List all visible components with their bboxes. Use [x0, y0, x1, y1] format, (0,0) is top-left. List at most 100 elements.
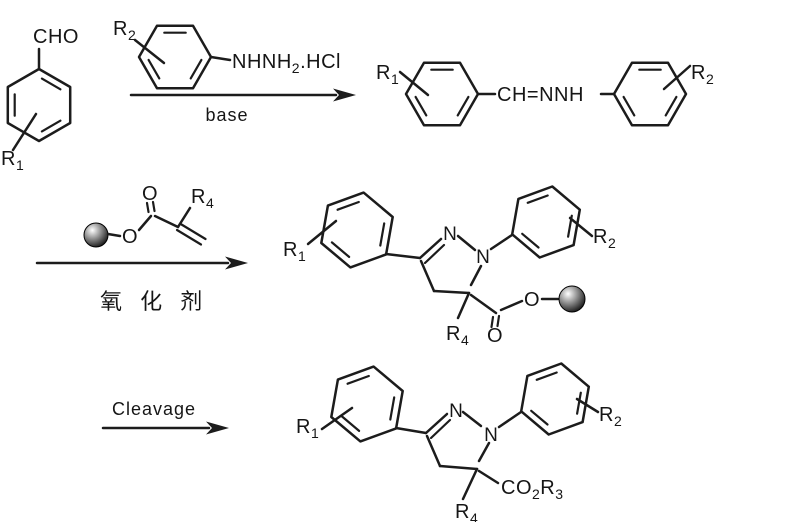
c3-n2-double-bond-inner — [423, 243, 446, 265]
benzene-ring — [137, 24, 213, 90]
r4-label: R4 — [455, 501, 478, 522]
ring-inner-double-bond — [330, 241, 351, 258]
base-condition-label: base — [205, 105, 248, 125]
ring-inner-double-bond — [530, 409, 549, 426]
vinyl-double-bond — [175, 228, 203, 246]
bond-ring-to-pyrazoline — [394, 426, 428, 435]
ring-inner-double-bond — [379, 222, 386, 247]
r2-label: R2 — [691, 62, 714, 87]
bond — [425, 434, 442, 468]
vinyl-double-bond — [180, 223, 207, 241]
n-n-bond — [456, 234, 477, 252]
r2-label: R2 — [593, 226, 616, 251]
n-n-bond — [461, 410, 483, 428]
ring-inner-double-bond — [389, 396, 396, 421]
step2-resin-pyrazoline-product: R1 N N R2 R4 O O — [283, 185, 616, 348]
bond-ring-to-pyrazoline — [384, 252, 422, 260]
hydrazine-hcl-label: NHNH2.HCl — [232, 51, 341, 76]
resin-bead-icon — [558, 285, 586, 313]
ring-inner-double-bond — [189, 58, 203, 80]
carbonyl-oxygen-label: O — [142, 183, 158, 205]
bond — [438, 464, 479, 471]
carbonyl-double-bond — [151, 200, 156, 213]
variable-attachment-bond — [662, 64, 692, 91]
r4-label: R4 — [446, 323, 469, 348]
benzene-ring — [320, 191, 394, 269]
ring-inner-double-bond — [147, 58, 161, 80]
step2-resin-acrylate-reagent: O O R4 — [83, 183, 214, 248]
variable-attachment-bond — [568, 216, 594, 238]
ring-edge — [137, 24, 213, 90]
bond — [477, 441, 491, 463]
r2-label: R2 — [599, 404, 622, 429]
ring-inner-double-bond — [664, 95, 678, 117]
pyrazoline-ring: N N — [424, 401, 498, 471]
r1-label: R1 — [296, 416, 319, 441]
ring-inner-double-bond — [40, 119, 62, 133]
oxygen-label: O — [122, 226, 138, 248]
bond-ring-to-hydrazine — [209, 55, 232, 62]
benzene-ring — [510, 185, 582, 259]
arrow-head — [225, 256, 248, 270]
bond-to-ester — [469, 293, 498, 315]
ring-inner-double-bond — [456, 95, 470, 117]
variable-attachment-bond — [133, 38, 166, 65]
arrow-head — [333, 88, 356, 102]
step3-pyrazoline-ester-product: R1 N N R2 R4 CO2R3 — [296, 362, 622, 522]
variable-attachment-bond — [398, 70, 430, 97]
bond — [469, 264, 483, 287]
ring-inner-double-bond — [575, 391, 582, 415]
carbonyl-double-bond — [490, 315, 495, 329]
cleavage-condition-label: Cleavage — [112, 399, 196, 419]
bond-to-ester — [477, 469, 500, 485]
variable-attachment-bond — [575, 397, 600, 414]
benzene-ring — [404, 61, 480, 127]
ring-edge — [510, 185, 582, 259]
step1-hydrazone-product: R1 CH=NNH R2 — [376, 61, 714, 127]
bond-to-r4 — [456, 291, 471, 320]
ring-inner-double-bond — [414, 95, 428, 117]
ring-edge — [612, 61, 688, 127]
bond-to-r4 — [461, 467, 479, 501]
bond-to-r4 — [176, 206, 192, 229]
ring-inner-double-bond — [622, 95, 636, 117]
ring-inner-double-bond — [40, 77, 62, 91]
r1-label: R1 — [283, 239, 306, 264]
c3-n2-double-bond — [424, 412, 449, 435]
resin-bead-icon — [83, 222, 109, 248]
carbonyl-double-bond — [496, 314, 501, 328]
benzene-ring — [330, 365, 404, 443]
pyrazoline-ring: N N — [418, 224, 490, 295]
arrow-head — [206, 421, 229, 435]
c3-n2-double-bond-inner — [429, 418, 452, 440]
ring-inner-double-bond — [336, 200, 360, 211]
nitrogen-label: N — [443, 224, 457, 245]
step3-reaction-arrow: Cleavage — [101, 399, 229, 435]
oxidant-condition-label: 氧 化 剂 — [100, 289, 208, 314]
c3-n2-double-bond — [418, 237, 443, 260]
ring-inner-double-bond — [346, 374, 370, 385]
bond — [153, 214, 180, 229]
variable-attachment-bond — [11, 112, 38, 152]
nitrogen-label: N — [449, 401, 463, 422]
ring-edge — [404, 61, 480, 127]
step1-reaction-arrow: base — [129, 88, 356, 125]
carbonyl-double-bond — [145, 201, 150, 214]
step1-arylhydrazine-reagent: R2 NHNH2.HCl — [113, 18, 341, 90]
nitrogen-label: N — [476, 247, 490, 268]
bond-n-to-ring — [489, 233, 514, 251]
ring-inner-double-bond — [521, 232, 540, 249]
variable-attachment-bond — [320, 406, 354, 431]
ring-edge — [519, 362, 591, 436]
benzene-ring — [519, 362, 591, 436]
cho-label: CHO — [33, 26, 79, 48]
bond — [419, 259, 436, 293]
step1-benzaldehyde: CHO R1 — [1, 26, 79, 173]
nitrogen-label: N — [484, 425, 498, 446]
bond — [137, 214, 153, 232]
benzene-ring — [6, 67, 72, 143]
ring-inner-double-bond — [340, 415, 361, 432]
bond — [499, 299, 524, 312]
